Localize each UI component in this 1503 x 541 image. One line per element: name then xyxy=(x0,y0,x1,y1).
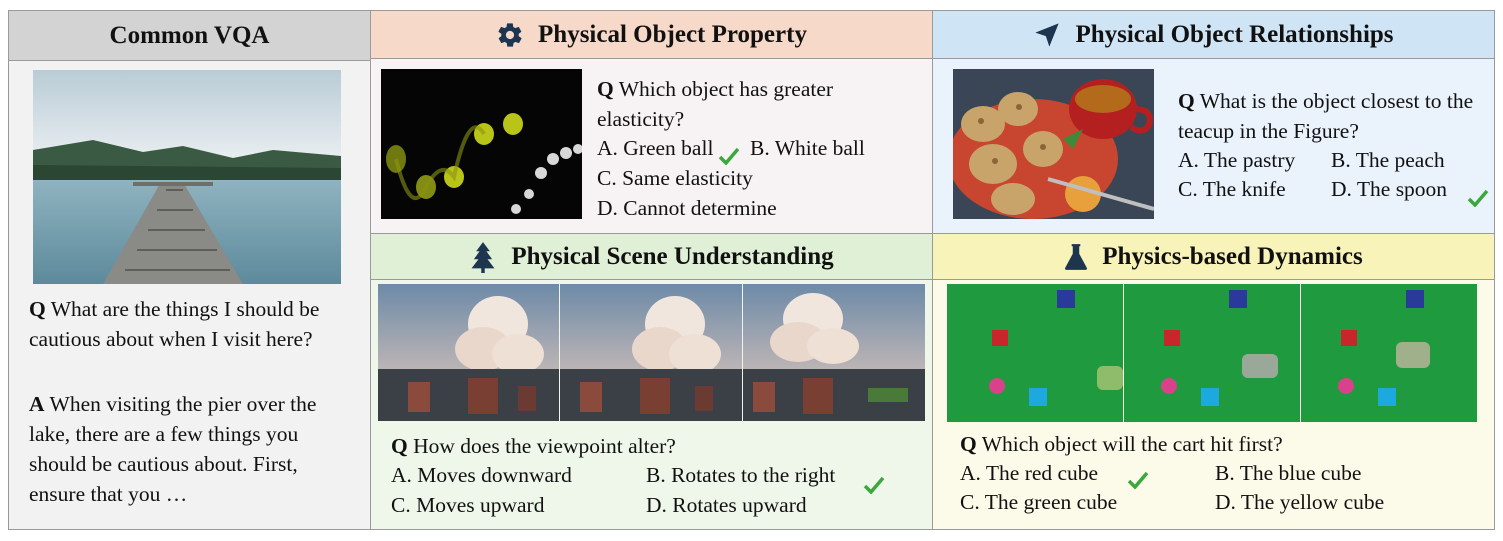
common-answer-text: When visiting the pier over the lake, th… xyxy=(29,392,317,506)
dynamics-option-b: B. The blue cube xyxy=(1215,461,1362,485)
scene-option-c: C. Moves upward xyxy=(391,493,545,517)
common-question-text: What are the things I should be cautious… xyxy=(29,297,320,351)
property-q-label: Q xyxy=(597,77,614,101)
check-icon xyxy=(863,476,885,494)
relationships-question-text: What is the object closest to the teacup… xyxy=(1178,89,1474,143)
relationships-title: Physical Object Relationships xyxy=(1075,20,1394,48)
bouncing-balls-image xyxy=(381,69,582,219)
property-option-d: D. Cannot determine xyxy=(597,196,777,220)
property-question-text: Which object has greater elasticity? xyxy=(597,77,834,131)
relationships-q-label: Q xyxy=(1178,89,1195,113)
check-icon xyxy=(1467,189,1489,207)
cart-and-cubes-frames-image xyxy=(947,284,1477,422)
common-vqa-title: Common VQA xyxy=(109,21,270,49)
relationships-option-c: C. The knife xyxy=(1178,177,1286,201)
property-option-c: C. Same elasticity xyxy=(597,166,753,190)
common-a-label: A xyxy=(29,392,45,416)
property-title: Physical Object Property xyxy=(538,20,807,48)
dynamics-q-label: Q xyxy=(960,432,977,456)
relationships-panel: Physical Object Relationships Q What is … xyxy=(932,10,1495,234)
scene-title: Physical Scene Understanding xyxy=(511,242,834,270)
common-vqa-panel: Common VQA Q What are the things I shoul… xyxy=(8,10,371,530)
scene-q-label: Q xyxy=(391,434,408,458)
common-question: Q What are the things I should be cautio… xyxy=(29,294,349,354)
gear-icon xyxy=(498,22,522,47)
check-icon xyxy=(718,147,740,165)
relationships-option-a: A. The pastry xyxy=(1178,148,1296,172)
scene-option-d: D. Rotates upward xyxy=(646,493,807,517)
dynamics-option-d: D. The yellow cube xyxy=(1215,490,1385,514)
scene-question: Q How does the viewpoint alter? xyxy=(391,431,911,461)
property-header: Physical Object Property xyxy=(371,11,932,59)
dynamics-option-c: C. The green cube xyxy=(960,490,1118,514)
flask-icon xyxy=(1065,243,1088,270)
dynamics-panel: Physics-based Dynamics xyxy=(932,233,1495,530)
dynamics-option-a: A. The red cube xyxy=(960,461,1099,485)
scene-question-text: How does the viewpoint alter? xyxy=(413,434,676,458)
tree-icon xyxy=(471,241,495,273)
property-panel: Physical Object Property Q Which object … xyxy=(370,10,933,234)
common-q-label: Q xyxy=(29,297,46,321)
scene-option-b: B. Rotates to the right xyxy=(646,463,836,487)
scene-panel: Physical Scene Understanding xyxy=(370,233,933,530)
tea-and-pastries-image xyxy=(953,69,1154,219)
dynamics-question-text: Which object will the cart hit first? xyxy=(981,432,1283,456)
scene-header: Physical Scene Understanding xyxy=(371,234,932,280)
dynamics-question: Q Which object will the cart hit first? xyxy=(960,429,1480,459)
dynamics-title: Physics-based Dynamics xyxy=(1102,242,1363,270)
scene-option-a: A. Moves downward xyxy=(391,463,572,487)
city-skyline-frames-image xyxy=(378,284,925,421)
common-answer: A When visiting the pier over the lake, … xyxy=(29,389,347,509)
lake-pier-image xyxy=(33,70,341,284)
dynamics-header: Physics-based Dynamics xyxy=(933,234,1494,280)
relationships-option-b: B. The peach xyxy=(1331,148,1445,172)
relationships-option-d: D. The spoon xyxy=(1331,177,1448,201)
navigation-arrow-icon xyxy=(1035,22,1060,47)
common-vqa-header: Common VQA xyxy=(9,11,370,61)
relationships-question: Q What is the object closest to the teac… xyxy=(1178,86,1478,146)
relationships-header: Physical Object Relationships xyxy=(933,11,1494,59)
property-option-b: B. White ball xyxy=(750,136,865,160)
property-question: Q Which object has greater elasticity? xyxy=(597,74,897,134)
property-option-a: A. Green ball xyxy=(597,136,714,160)
check-icon xyxy=(1127,471,1149,489)
